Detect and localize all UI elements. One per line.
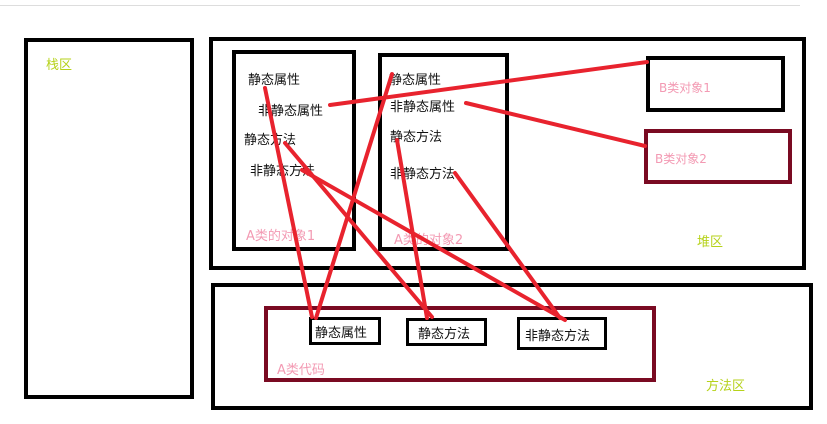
ref-a2-nonstatic-method bbox=[453, 171, 562, 320]
ref-a1-static-attr bbox=[263, 86, 314, 319]
method-area-label: 方法区 bbox=[706, 379, 746, 394]
stack-area-box bbox=[24, 38, 194, 399]
class-static-method: 静态方法 bbox=[418, 327, 471, 342]
class-nonstatic-method: 非静态方法 bbox=[525, 329, 591, 344]
class-a-code-box bbox=[264, 306, 656, 382]
ref-a2-static-method bbox=[395, 138, 429, 320]
ref-a1-nonstatic-attr-b1 bbox=[328, 60, 649, 107]
b2-title: B类对象2 bbox=[655, 152, 707, 166]
stack-area-label: 栈区 bbox=[46, 58, 73, 73]
object-b2-box bbox=[644, 129, 792, 184]
a1-static-method: 静态方法 bbox=[244, 133, 297, 148]
class-static-attr-box bbox=[309, 317, 381, 345]
a1-static-attr: 静态属性 bbox=[248, 73, 301, 88]
a1-nonstatic-attr: 非静态属性 bbox=[258, 104, 324, 119]
heap-area-box bbox=[209, 37, 806, 270]
method-area-box bbox=[211, 283, 813, 410]
a2-static-method: 静态方法 bbox=[390, 130, 443, 145]
object-b1-box bbox=[646, 56, 785, 112]
ref-a2-nonstatic-attr-b2 bbox=[464, 101, 647, 148]
b1-title: B类对象1 bbox=[659, 81, 711, 95]
heap-area-label: 堆区 bbox=[697, 235, 724, 250]
a2-nonstatic-attr: 非静态属性 bbox=[390, 100, 456, 115]
a2-nonstatic-method: 非静态方法 bbox=[390, 167, 456, 182]
class-a-title: A类代码 bbox=[277, 363, 325, 378]
ref-a1-nonstatic-method bbox=[300, 168, 567, 322]
object-a1-box bbox=[232, 50, 356, 251]
class-static-method-box bbox=[406, 318, 487, 346]
top-divider bbox=[0, 5, 800, 6]
class-static-attr: 静态属性 bbox=[315, 326, 368, 341]
ref-a2-static-attr bbox=[314, 72, 394, 320]
a2-static-attr: 静态属性 bbox=[389, 73, 442, 88]
